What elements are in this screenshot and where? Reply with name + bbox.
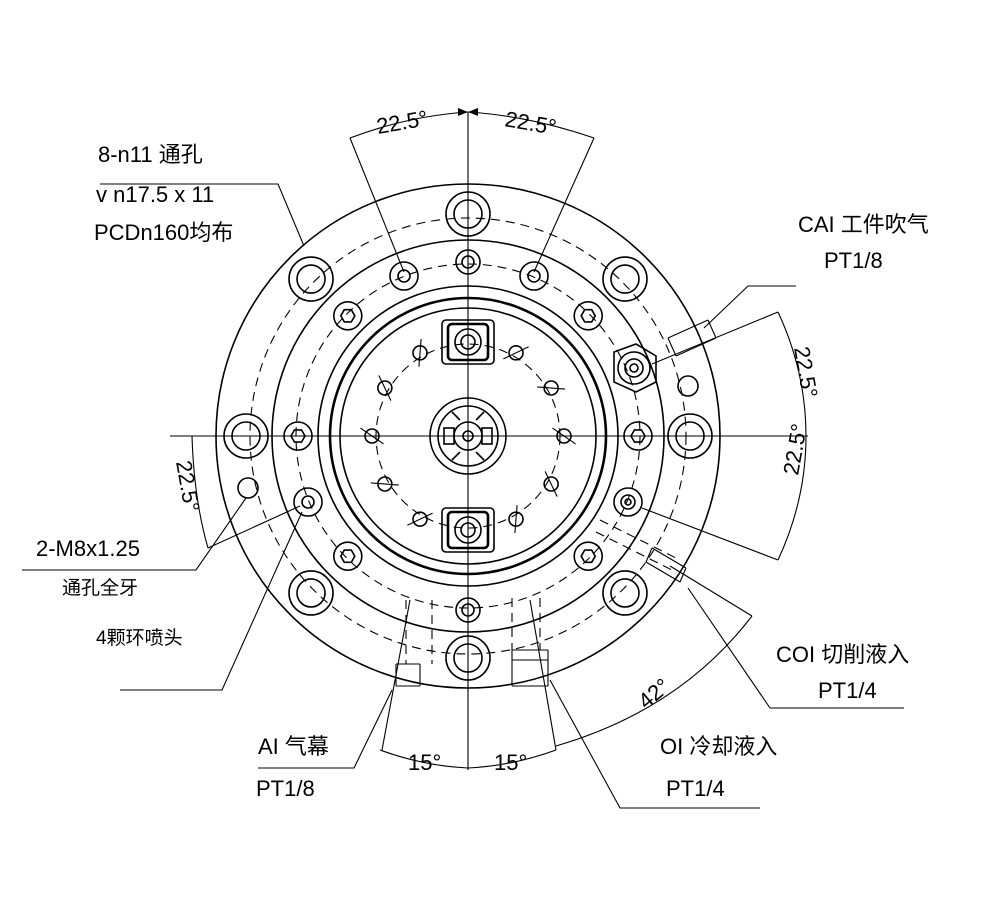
small-pin-hole xyxy=(455,597,481,623)
hole-spec-line3: PCDn160均布 xyxy=(94,220,233,245)
cai-label: CAI 工件吹气 xyxy=(798,212,929,237)
inner-holes-group xyxy=(360,338,576,534)
outer-hole xyxy=(445,635,491,681)
m8-label: 2-M8x1.25 xyxy=(36,536,140,561)
ai-label: AI 气幕 xyxy=(258,734,329,759)
bottom-fitting xyxy=(441,507,495,553)
inner-hole xyxy=(377,375,393,401)
outer-hole xyxy=(288,256,334,302)
annotation-text: 8-n11 通孔 v n17.5 x 11 PCDn160均布 CAI 工件吹气… xyxy=(36,105,929,801)
inner-hole xyxy=(537,380,566,396)
dim-top-right: 22.5° xyxy=(503,106,558,140)
dim-bottom-left: 15° xyxy=(408,750,441,775)
flange-body xyxy=(215,183,721,689)
oi-label: OI 冷却液入 xyxy=(660,734,777,759)
outer-hole xyxy=(602,256,648,302)
coi-label: COI 切削液入 xyxy=(776,642,909,667)
inner-hole xyxy=(412,338,428,367)
central-hub xyxy=(429,397,507,475)
dim-right-lower: 22.5° xyxy=(778,422,812,477)
outer-hole xyxy=(667,413,713,459)
ai-thread: PT1/8 xyxy=(256,776,315,801)
inner-hole xyxy=(552,427,576,445)
hex-hole xyxy=(623,421,653,451)
dim-right-upper: 22.5° xyxy=(789,345,823,400)
outer-hole xyxy=(288,570,334,616)
m8-sub: 通孔全牙 xyxy=(62,577,138,599)
hole-spec-line1: 8-n11 通孔 xyxy=(98,142,203,167)
dimension-lines xyxy=(191,108,807,769)
hex-hole xyxy=(332,300,363,331)
cai-thread: PT1/8 xyxy=(824,248,883,273)
inner-hole xyxy=(360,427,384,445)
dim-bottom-diag: 42° xyxy=(633,673,675,714)
inner-hole xyxy=(508,505,524,534)
hex-hole xyxy=(332,541,363,572)
inner-hole xyxy=(503,345,529,361)
oi-port xyxy=(511,598,549,687)
hole-spec-line2: v n17.5 x 11 xyxy=(96,182,214,207)
hex-hole xyxy=(573,541,604,572)
hex-holes-group xyxy=(283,249,653,623)
hex-hole xyxy=(283,421,313,451)
dim-top-left: 22.5° xyxy=(375,105,430,139)
leader-lines xyxy=(22,183,904,809)
coi-thread: PT1/4 xyxy=(818,678,877,703)
oi-thread: PT1/4 xyxy=(666,776,725,801)
top-fitting xyxy=(441,319,495,365)
outer-holes-group xyxy=(223,191,713,681)
dim-left: 22.5° xyxy=(171,459,205,514)
inner-hole xyxy=(543,471,559,497)
coi-port xyxy=(595,487,687,583)
outer-hole xyxy=(445,191,491,237)
nozzle-label: 4颗环喷头 xyxy=(96,627,183,649)
inner-hole xyxy=(370,476,399,492)
nozzle-holes xyxy=(237,261,699,517)
inner-hole xyxy=(407,511,433,527)
cai-port xyxy=(613,319,717,393)
outer-hole xyxy=(602,570,648,616)
hex-hole xyxy=(573,300,604,331)
dim-bottom-right: 15° xyxy=(494,750,527,775)
outer-hole xyxy=(223,413,269,459)
small-pin-hole xyxy=(455,249,481,275)
